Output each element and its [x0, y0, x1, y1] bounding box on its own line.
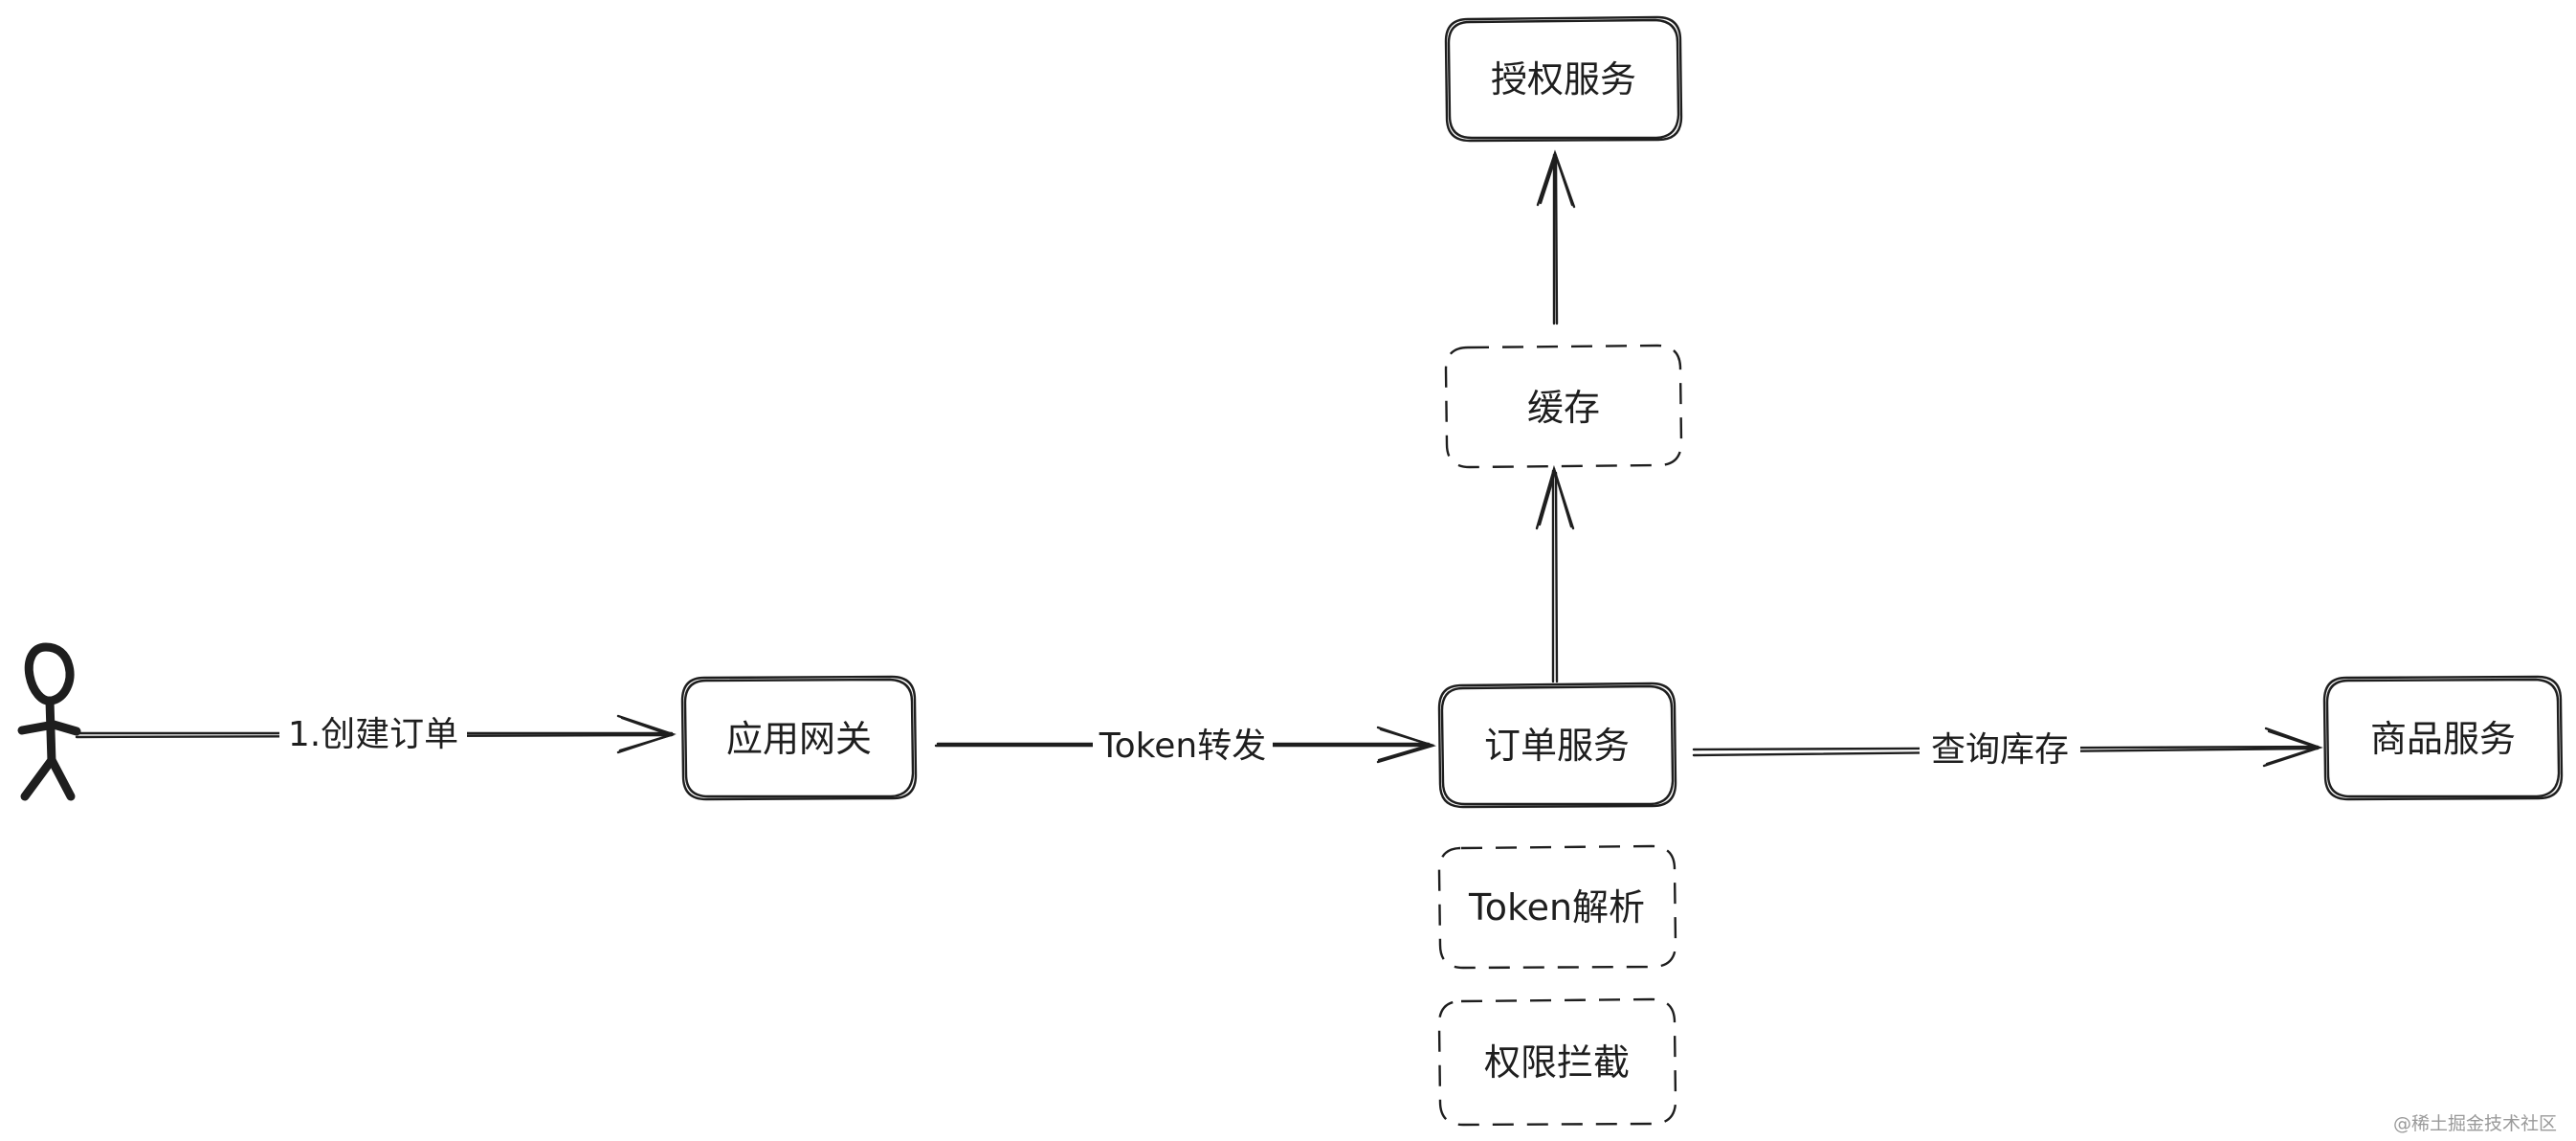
node-label-auth-service: 授权服务 [1491, 58, 1636, 101]
node-product-service [2322, 675, 2564, 801]
edge-order-to-cache [1535, 464, 1575, 683]
edge-label-create-order: 1.创建订单 [279, 708, 467, 758]
node-label-product-service: 商品服务 [2370, 718, 2516, 760]
watermark: @稀土掘金技术社区 [2392, 1113, 2557, 1134]
node-order-service [1437, 682, 1677, 809]
node-label-token-parse: Token解析 [1468, 886, 1645, 928]
node-cache [1444, 344, 1683, 469]
node-app-gateway [680, 675, 918, 801]
edge-label-text: Token转发 [1099, 727, 1266, 766]
edge-cache-to-auth [1536, 149, 1576, 325]
edge-label-text: 1.创建订单 [288, 715, 458, 754]
node-token-parse [1437, 844, 1677, 970]
node-label-order-service: 订单服务 [1484, 725, 1630, 767]
node-permission-intercept [1437, 997, 1677, 1127]
node-label-permission-intercept: 权限拦截 [1484, 1041, 1630, 1084]
edge-label-token-forward: Token转发 [1093, 720, 1273, 770]
edge-label-query-stock: 查询库存 [1920, 724, 2080, 773]
node-label-cache: 缓存 [1527, 387, 1600, 429]
node-label-app-gateway: 应用网关 [726, 718, 872, 760]
node-auth-service [1444, 15, 1683, 143]
user-actor-icon [17, 642, 81, 801]
edge-label-text: 查询库存 [1931, 730, 2069, 770]
